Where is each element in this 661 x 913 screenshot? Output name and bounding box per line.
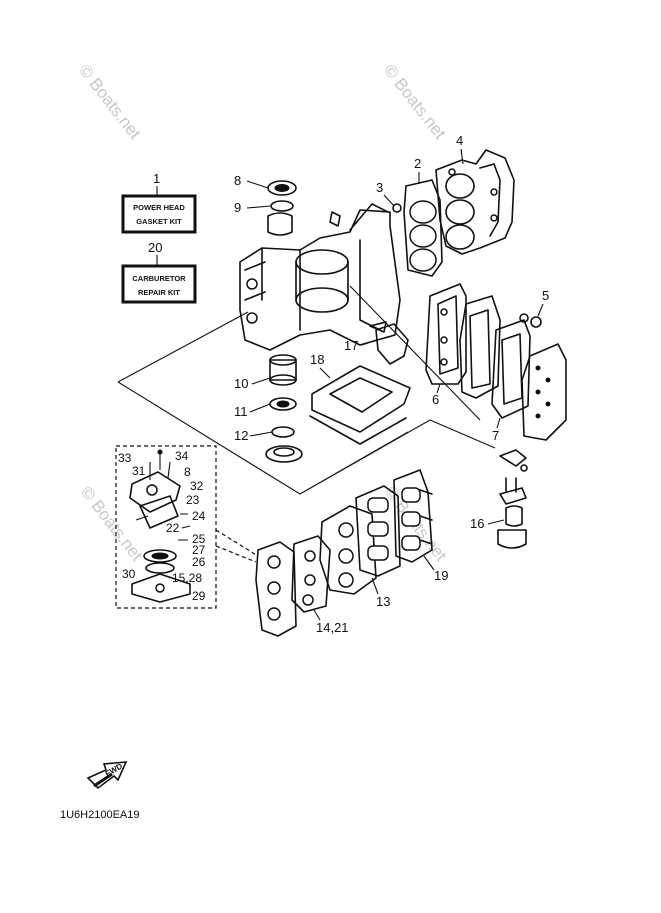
part-11-oil-seal: 11: [234, 397, 297, 419]
part-8-oil-seal: 8: [234, 173, 297, 196]
ref-8b: 8: [184, 465, 191, 479]
exhaust-inner-cover: [459, 295, 501, 399]
diagram-code: 1U6H2100EA19: [60, 809, 140, 821]
carburetor-subassembly: 33 34 31 8 32 23 24 22 25 27 26 30 15,28…: [115, 445, 217, 609]
part-19-reed-valve: 19: [393, 469, 448, 583]
ref-1: 1: [153, 171, 160, 186]
watermark-top-left: © Boats.net: [75, 61, 145, 143]
ref-31: 31: [132, 464, 146, 478]
kit-box-20: [121, 264, 197, 304]
leader-6: [436, 383, 441, 394]
kit-20-line1: CARBURETOR: [132, 274, 186, 283]
ref-15-28: 15,28: [172, 571, 202, 585]
ref-12: 12: [234, 428, 248, 443]
leader-19: [423, 555, 435, 571]
group-outline: [117, 285, 496, 495]
leader-8: [246, 180, 269, 189]
leader-12: [249, 431, 273, 437]
leader-11: [249, 403, 271, 413]
exhaust-outer-cover: [521, 343, 567, 441]
forward-direction-arrow: FWD: [86, 761, 128, 790]
part-9-o-ring: 9: [234, 200, 294, 215]
cylinder-block: [239, 203, 401, 351]
leader-4: [460, 148, 464, 165]
kit-box-1: [121, 194, 197, 234]
leader-7: [496, 417, 501, 429]
ref-3: 3: [376, 180, 383, 195]
part-10-bearing: 10: [234, 354, 297, 391]
ref-23: 23: [186, 493, 200, 507]
ref-10: 10: [234, 376, 248, 391]
watermark-text: © Boats.net: [75, 61, 145, 143]
part-18-gasket: 18: [309, 352, 411, 445]
ref-22: 22: [166, 521, 180, 535]
ref-26: 26: [192, 555, 206, 569]
ref-8: 8: [234, 173, 241, 188]
ref-9: 9: [234, 200, 241, 215]
part-2-head-gasket: 2: [403, 156, 443, 277]
leader-9: [246, 205, 271, 209]
part-3-bolt: 3: [376, 180, 402, 213]
ref-24: 24: [192, 509, 206, 523]
leader-3: [383, 194, 395, 207]
ref-7: 7: [492, 428, 499, 443]
power-head-gasket-kit-label: 1 POWER HEAD GASKET KIT: [121, 171, 197, 234]
watermark-text: © Boats.net: [380, 61, 450, 143]
ref-33: 33: [118, 451, 132, 465]
carb-arrows: [215, 529, 259, 563]
leader-13: [371, 577, 379, 595]
ref-13: 13: [376, 594, 390, 609]
ref-27: 27: [192, 543, 206, 557]
kit-1-line2: GASKET KIT: [136, 217, 182, 226]
ref-16: 16: [470, 516, 484, 531]
leader-16: [487, 519, 505, 525]
bearing-cap: [267, 212, 293, 236]
kit-1-line1: POWER HEAD: [133, 203, 185, 212]
part-12-o-ring: 12: [234, 426, 295, 443]
seal-inner: [274, 184, 290, 192]
ref-18: 18: [310, 352, 324, 367]
ref-17: 17: [344, 338, 358, 353]
reed-valve-gasket: [355, 485, 401, 577]
carburetor-repair-kit-label: 20 CARBURETOR REPAIR KIT: [121, 240, 197, 304]
ref-32: 32: [190, 479, 204, 493]
watermark-mid-left: © Boats.net: [77, 483, 147, 565]
lower-seal: [265, 445, 303, 463]
ref-6: 6: [432, 392, 439, 407]
ref-30: 30: [122, 567, 136, 581]
part-4-cylinder-head: 4: [435, 133, 515, 255]
leader-18: [319, 367, 331, 379]
leader-10: [251, 377, 271, 385]
ref-29: 29: [192, 589, 206, 603]
part-16-pipe: 16: [470, 449, 528, 549]
part-14-21-gasket: 14,21: [255, 535, 349, 637]
ref-11: 11: [234, 404, 248, 419]
ref-4: 4: [456, 133, 463, 148]
ref-5: 5: [542, 288, 549, 303]
watermark-text: © Boats.net: [77, 483, 147, 565]
ref-2: 2: [414, 156, 421, 171]
o-ring: [270, 200, 294, 212]
seal-outer: [267, 180, 297, 196]
ref-25: 25: [192, 532, 206, 546]
ref-19: 19: [434, 568, 448, 583]
leader-14-21: [313, 609, 321, 621]
intake-manifold: 13: [319, 505, 390, 609]
ref-34: 34: [175, 449, 189, 463]
ref-14-21: 14,21: [316, 620, 349, 635]
watermark-top-right: © Boats.net: [380, 61, 450, 143]
leader-5: [537, 303, 544, 317]
part-5-cap: 5: [519, 288, 549, 328]
part-17-thermostat-cover: 17: [344, 321, 409, 365]
ref-20: 20: [148, 240, 162, 255]
kit-20-line2: REPAIR KIT: [138, 288, 180, 297]
leader-17: [361, 339, 377, 346]
